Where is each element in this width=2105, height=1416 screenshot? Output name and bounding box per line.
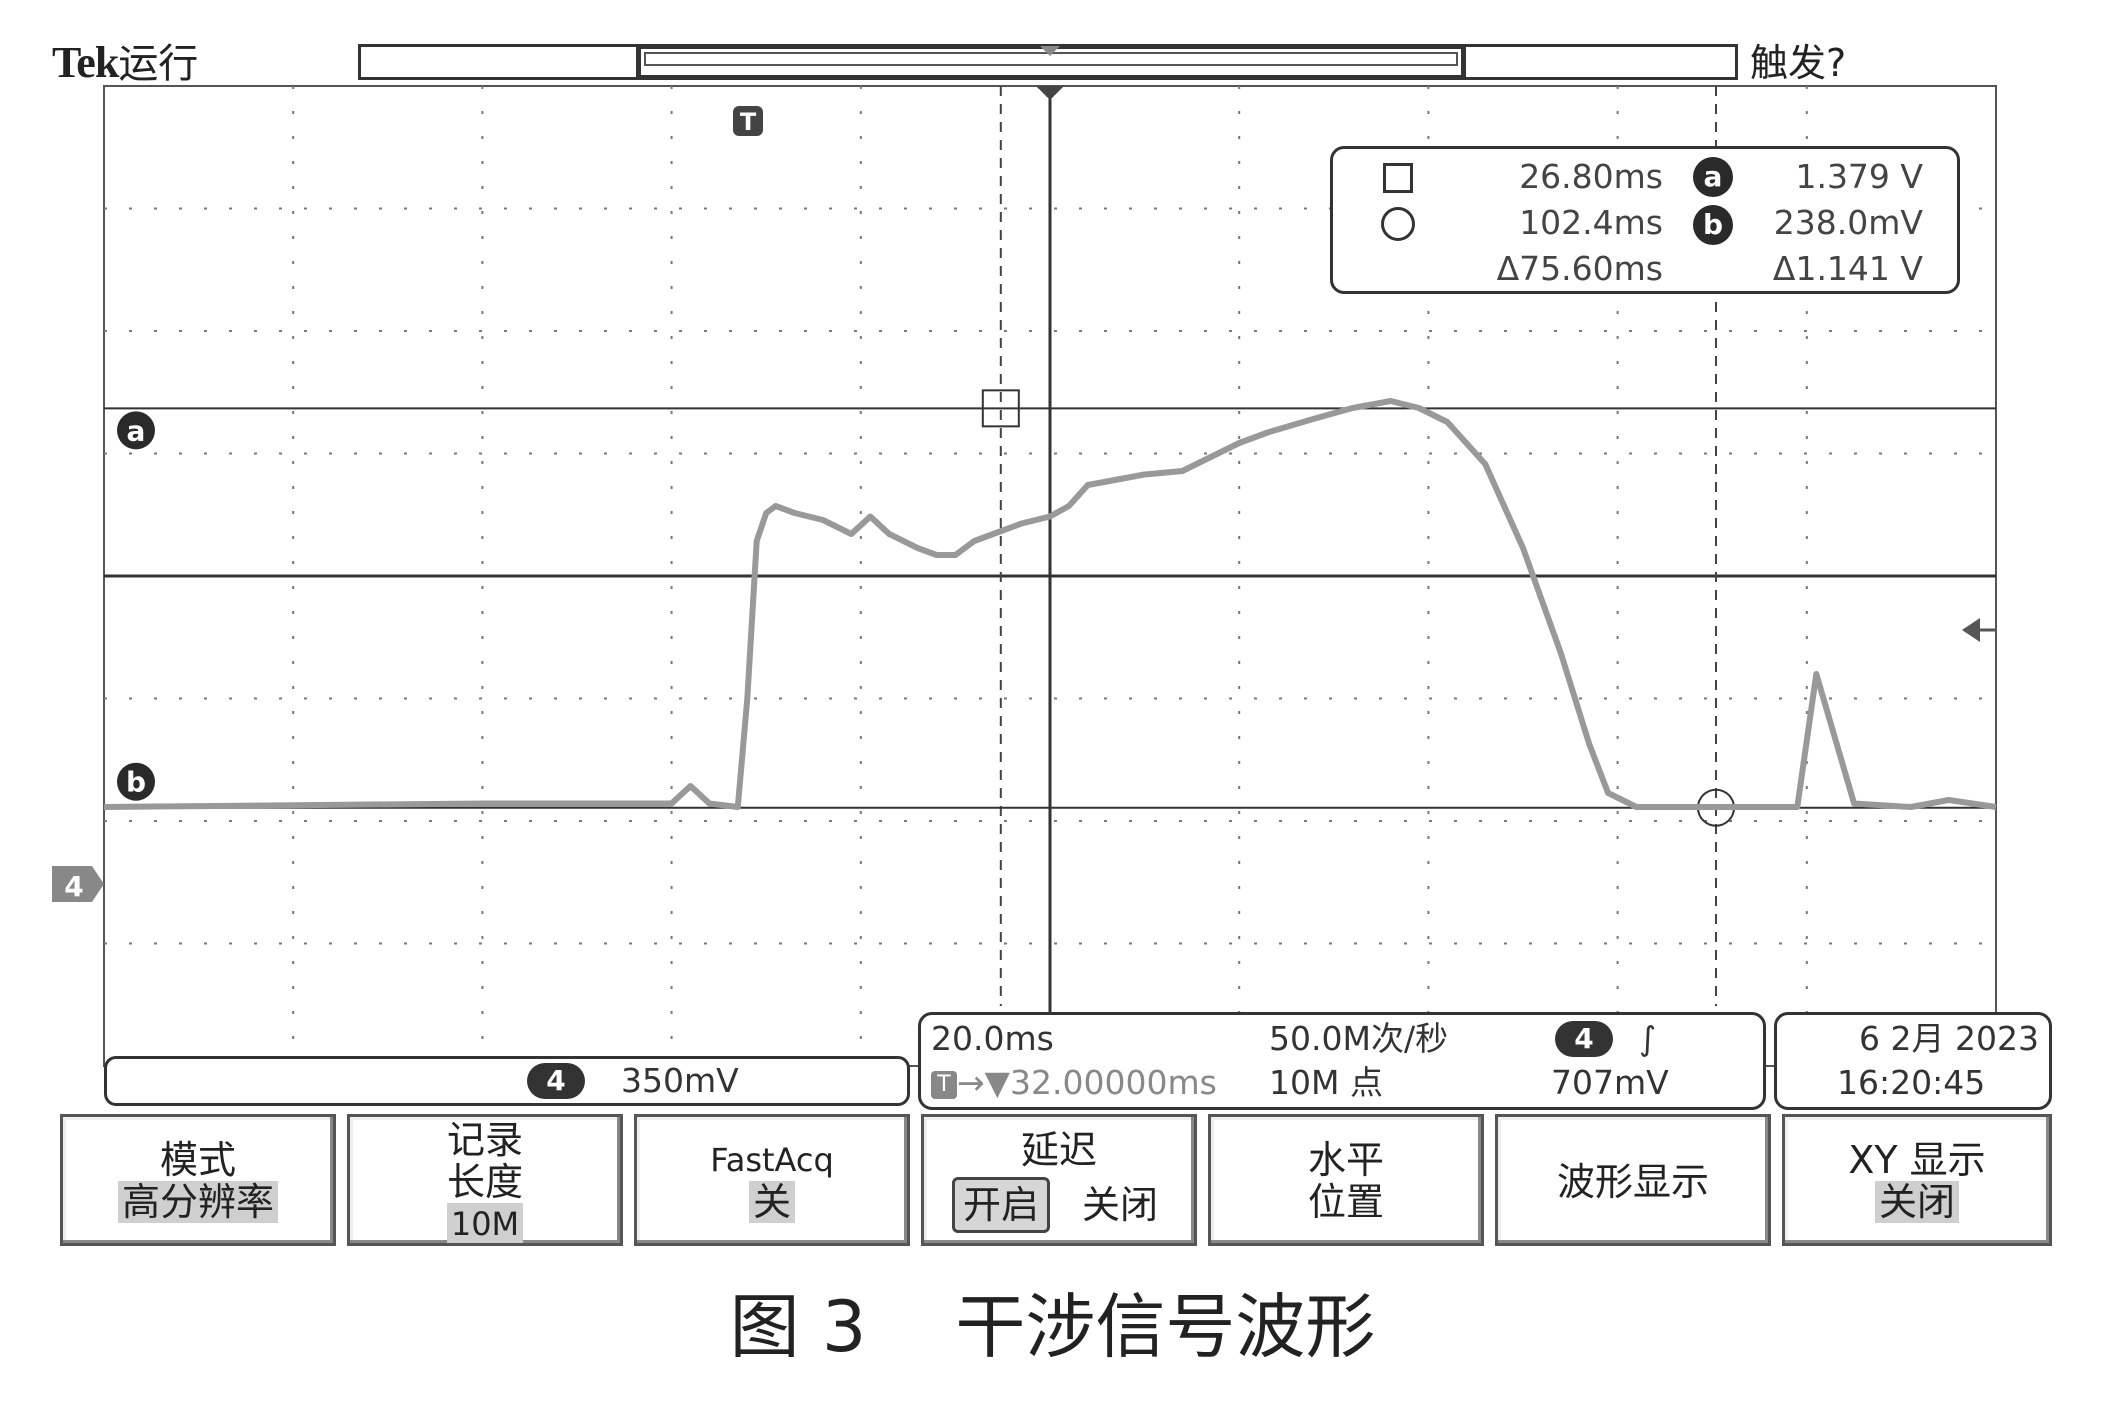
cursor-a-marker-label: a [127, 414, 146, 447]
fastacq-value: 关 [748, 1181, 795, 1223]
record-length: 10M 点 [1269, 1063, 1383, 1102]
cursor-a-marker: a [117, 411, 155, 450]
cursor-a-badge: a [1693, 157, 1733, 197]
cursor-b-marker: b [117, 762, 155, 801]
fastacq-softkey[interactable]: FastAcq 关 [634, 1114, 910, 1246]
cursor-a-marker-bg [117, 411, 155, 450]
fastacq-label: FastAcq [710, 1141, 834, 1179]
figure-caption: 图 3 干涉信号波形 [729, 1286, 1376, 1368]
trigger-position-icon: T [931, 1070, 957, 1099]
trigger-level-arrow-icon [1962, 618, 1980, 642]
horizontal-position-softkey[interactable]: 水平 位置 [1208, 1114, 1484, 1246]
xy-display-softkey[interactable]: XY 显示 关闭 [1782, 1114, 2052, 1246]
time-per-div: 20.0ms [931, 1019, 1054, 1058]
circle-cursor-icon [1381, 207, 1415, 241]
channel4-scale-bar[interactable]: 4 350mV [104, 1056, 910, 1106]
trigger-status: 触发? [1750, 41, 1847, 85]
delay-label: 延迟 [1020, 1128, 1097, 1172]
sample-rate: 50.0M次/秒 [1269, 1019, 1449, 1058]
delay-off-option[interactable]: 关闭 [1082, 1183, 1159, 1227]
channel4-badge: 4 [527, 1063, 585, 1099]
delay-value: →▼32.00000ms [957, 1063, 1217, 1102]
trigger-marker-label: T [740, 108, 757, 136]
brand-run-state: Tek运行 [52, 38, 198, 89]
cursor-b-marker-label: b [126, 766, 146, 799]
brand-logo: Tek [52, 38, 119, 87]
delta-time: Δ75.60ms [1496, 249, 1663, 288]
mode-label: 模式 [159, 1138, 236, 1182]
timebase-trigger-bar[interactable]: 20.0ms T→▼32.00000ms 50.0M次/秒 10M 点 4 ∫ … [918, 1012, 1766, 1110]
trigger-marker-shape [733, 106, 763, 136]
delta-value: Δ1.141 V [1772, 249, 1923, 288]
square-cursor-icon [1383, 163, 1413, 193]
waveform-trace [103, 398, 1997, 810]
channel4-ground-shape [52, 866, 104, 902]
record-length-label-2: 长度 [446, 1160, 523, 1204]
delay-triangle-icon [1036, 86, 1064, 100]
delay-softkey[interactable]: 延迟 开启关闭 [921, 1114, 1197, 1246]
waveform-series-1 [103, 398, 1997, 810]
record-center-triangle-icon [1040, 46, 1060, 56]
mode-value: 高分辨率 [117, 1181, 278, 1223]
trigger-delay: T→▼32.00000ms [931, 1061, 1217, 1105]
horizontal-position-label-1: 水平 [1307, 1138, 1384, 1182]
cursor1-time: 26.80ms [1519, 157, 1663, 196]
cursor-b-marker-bg [117, 762, 155, 801]
cursor-readout-panel: 26.80ms a 1.379 V 102.4ms b 238.0mV Δ75.… [1330, 146, 1960, 294]
cursor-b-value: 238.0mV [1773, 203, 1923, 242]
record-length-value: 10M [446, 1203, 524, 1243]
date: 6 2月 2023 [1859, 1019, 2039, 1058]
trigger-channel-badge: 4 [1555, 1021, 1613, 1057]
run-state: 运行 [118, 41, 199, 87]
channel4-ground-marker: 4 [52, 866, 104, 903]
cursor2-time: 102.4ms [1519, 203, 1663, 242]
channel4-ground-label: 4 [64, 870, 83, 903]
trigger-level: 707mV [1551, 1063, 1669, 1102]
waveform-display-label: 波形显示 [1556, 1160, 1709, 1204]
channel4-scale: 350mV [621, 1061, 739, 1100]
rising-edge-icon: ∫ [1639, 1019, 1657, 1058]
record-length-softkey[interactable]: 记录 长度 10M [347, 1114, 623, 1246]
mode-softkey[interactable]: 模式 高分辨率 [60, 1114, 336, 1246]
cursor-square-marker [981, 389, 1020, 428]
xy-display-label: XY 显示 [1848, 1138, 1986, 1182]
cursor-a-value: 1.379 V [1795, 157, 1923, 196]
waveform-display-softkey[interactable]: 波形显示 [1495, 1114, 1771, 1246]
horizontal-position-label-2: 位置 [1307, 1180, 1384, 1224]
clock-time: 16:20:45 [1837, 1063, 1986, 1102]
date-time-bar: 6 2月 2023 16:20:45 [1774, 1012, 2052, 1110]
trigger-position-marker: T [733, 106, 763, 136]
cursor-b-badge: b [1693, 205, 1733, 245]
delay-on-option[interactable]: 开启 [951, 1177, 1050, 1233]
record-length-label-1: 记录 [446, 1118, 523, 1162]
xy-display-value: 关闭 [1874, 1181, 1959, 1223]
